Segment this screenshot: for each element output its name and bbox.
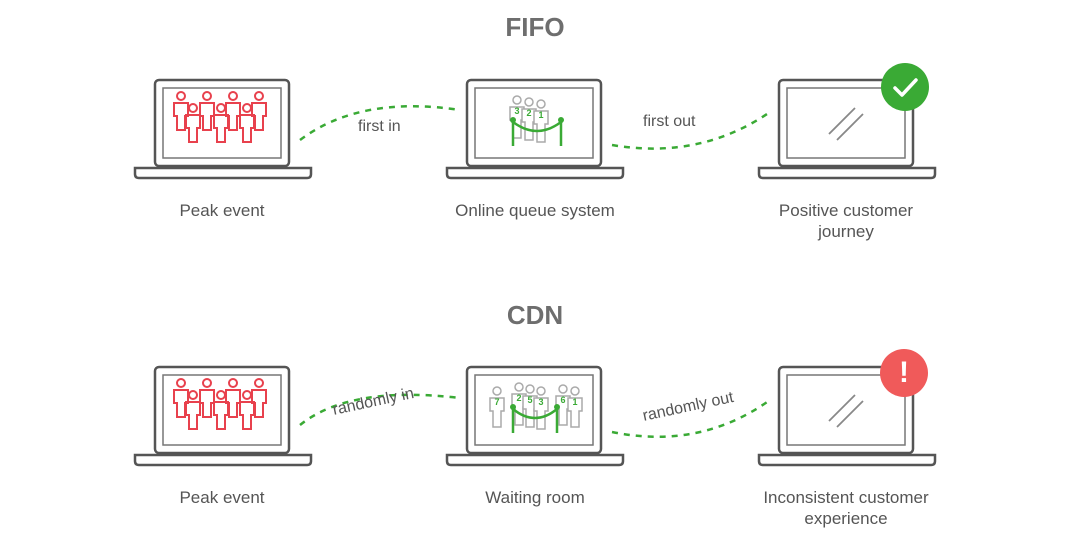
fifo-link-in-label: first in: [358, 118, 401, 135]
cdn-step3-caption: Inconsistent customer experience: [716, 487, 976, 529]
fifo-step2-caption: Online queue system: [455, 201, 615, 220]
fifo-link-out-label: first out: [643, 113, 696, 130]
checkmark-icon: [881, 63, 929, 111]
crowd-icon: [173, 91, 267, 143]
queue-number: 5: [527, 395, 532, 405]
fifo-queue-laptop-icon: 3 2 1: [445, 78, 625, 180]
crowd-icon: [173, 378, 267, 430]
caption-line: experience: [804, 509, 888, 528]
cdn-connector-out: [611, 398, 771, 438]
fifo-step3-caption: Positive customer journey: [716, 200, 976, 242]
caption-line: Inconsistent customer: [763, 488, 929, 507]
cdn-title: CDN: [506, 300, 564, 330]
fifo-connector-in: [299, 105, 461, 142]
fifo-peak-laptop-icon: [133, 78, 313, 180]
queue-number: 2: [526, 108, 531, 118]
cdn-waiting-laptop-icon: 7 2 5 3 6 1: [445, 365, 625, 467]
queue-number: 7: [494, 397, 499, 407]
caption-line: Positive customer: [778, 201, 914, 220]
cdn-step1-caption: Peak event: [179, 488, 265, 507]
exclamation-icon: !: [880, 349, 928, 397]
queue-number: 3: [514, 106, 519, 116]
exclamation-symbol: !: [899, 356, 909, 389]
glare-icon: [828, 394, 864, 428]
caption-line: journey: [818, 222, 874, 241]
queue-number: 3: [538, 397, 543, 407]
cdn-step2-caption: Waiting room: [485, 488, 585, 507]
fifo-result-laptop-icon: [757, 78, 937, 180]
fifo-title: FIFO: [505, 12, 565, 42]
queue-number: 1: [572, 397, 577, 407]
fifo-connector-out: [611, 110, 771, 150]
queue-number: 6: [560, 395, 565, 405]
cdn-connector-in: [299, 393, 461, 426]
cdn-peak-laptop-icon: [133, 365, 313, 467]
fifo-step1-caption: Peak event: [179, 201, 265, 220]
queue-icon: 3 2 1: [509, 95, 564, 146]
queue-icon: 7 2 5 3 6 1: [489, 382, 583, 433]
queue-number: 1: [538, 110, 543, 120]
queue-number: 2: [516, 393, 521, 403]
glare-icon: [828, 107, 864, 141]
